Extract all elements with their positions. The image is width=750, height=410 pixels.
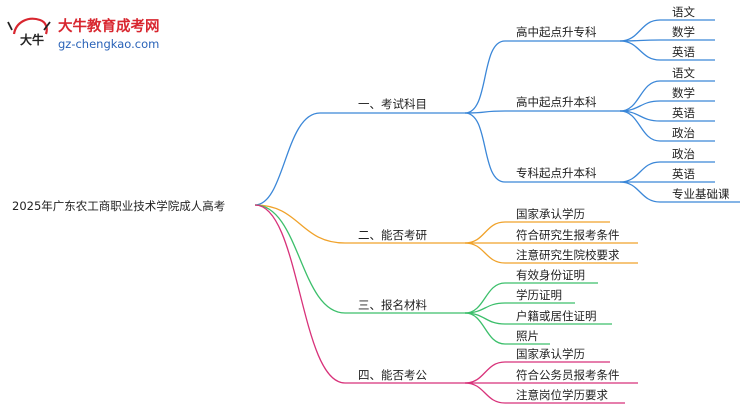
connector [619,39,715,42]
connector [464,40,620,114]
connector [619,19,715,42]
leaf-label: 学历证明 [516,288,562,302]
leaf-label: 数学 [672,25,695,39]
connector [464,112,620,183]
leaf-label: 注意岗位学历要求 [516,388,608,402]
root-label: 2025年广东农工商职业技术学院成人高考 [12,199,225,213]
connector [254,204,465,244]
leaf-label: 有效身份证明 [516,268,585,282]
branch-exam-subjects-labels: 一、考试科目 高中起点升专科 高中起点升本科 专科起点升本科 语文 数学 英语 … [358,5,730,201]
connector [619,80,715,112]
branch-application-materials [254,204,612,345]
connector [464,382,625,404]
sub-branch-label: 高中起点升本科 [516,95,597,109]
leaf-label: 注意研究生院校要求 [516,248,620,262]
branch-label: 四、能否考公 [358,368,427,382]
connector [464,221,610,244]
logo-mascot-icon [7,17,51,35]
sub-branch-label: 高中起点升专科 [516,25,597,39]
branch-label: 三、报名材料 [358,298,427,312]
leaf-label: 语文 [672,66,695,80]
branch-label: 二、能否考研 [358,228,427,242]
connector [464,361,610,384]
logo-glyph: 大牛 [20,32,44,47]
connector [619,181,740,203]
leaf-label: 专业基础课 [672,187,730,201]
branch-exam-subjects [254,19,740,206]
leaf-label: 政治 [672,147,695,161]
connector [254,112,465,206]
branch-civil-service-labels: 四、能否考公 国家承认学历 符合公务员报考条件 注意岗位学历要求 [358,347,620,402]
sub-branch-label: 专科起点升本科 [516,166,597,180]
connector [464,312,550,345]
logo: 大牛 大牛教育成考网 gz-chengkao.com [7,17,160,51]
branch-civil-service [254,204,638,404]
branch-application-materials-labels: 三、报名材料 有效身份证明 学历证明 户籍或居住证明 照片 [358,268,597,343]
connector [254,204,465,314]
connector [464,242,638,264]
branch-label: 一、考试科目 [358,97,427,111]
connector [464,110,620,114]
connector [619,161,715,183]
leaf-label: 英语 [672,167,695,181]
leaf-label: 英语 [672,106,695,120]
logo-title: 大牛教育成考网 [58,17,160,35]
connector [619,100,715,112]
leaf-label: 照片 [516,329,539,343]
branch-graduate-exam [254,204,638,264]
connector [619,110,715,142]
branch-graduate-exam-labels: 二、能否考研 国家承认学历 符合研究生报考条件 注意研究生院校要求 [358,207,620,262]
connector [254,204,465,384]
leaf-label: 英语 [672,45,695,59]
leaf-label: 国家承认学历 [516,207,585,221]
leaf-label: 符合研究生报考条件 [516,228,620,242]
connector [619,110,715,122]
connector [464,302,575,314]
leaf-label: 政治 [672,126,695,140]
leaf-label: 符合公务员报考条件 [516,368,620,382]
leaf-label: 语文 [672,5,695,19]
connector [619,40,715,61]
leaf-label: 数学 [672,86,695,100]
leaf-label: 国家承认学历 [516,347,585,361]
logo-url: gz-chengkao.com [58,37,159,51]
leaf-label: 户籍或居住证明 [516,309,597,323]
